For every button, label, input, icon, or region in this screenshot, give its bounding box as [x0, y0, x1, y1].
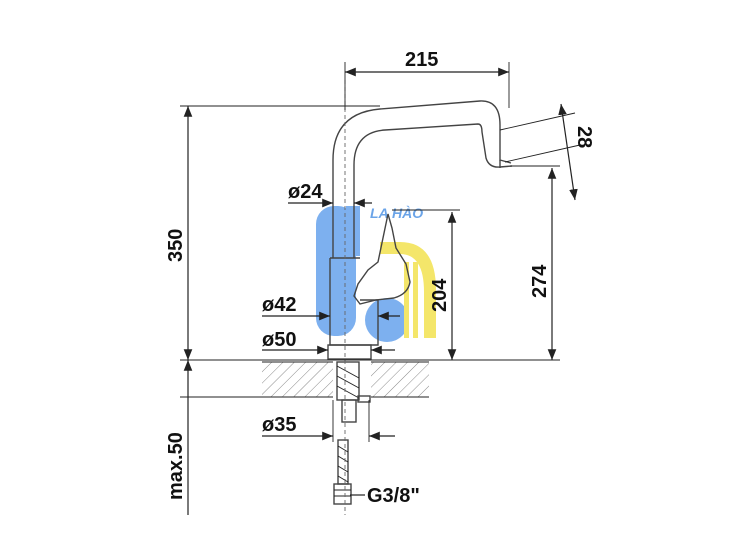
dim-diameter-50: ø50 — [262, 329, 296, 351]
watermark-dot-blue — [365, 298, 409, 342]
spout-outer — [332, 100, 512, 215]
supply-hose — [333, 439, 352, 505]
dim-total-height-350: 350 — [165, 229, 187, 262]
dimension-labels: 215 28 350 274 204 ø24 ø42 ø50 ø35 max.5… — [165, 49, 595, 507]
watermark-arc-yellow — [380, 242, 436, 338]
dim-thread-g38: G3/8" — [367, 485, 420, 507]
watermark-logo: LA HÀO — [316, 205, 436, 342]
watermark-stripe-yellow-1 — [404, 262, 409, 338]
spout-inner — [353, 123, 513, 215]
watermark-text: LA HÀO — [370, 205, 423, 221]
shank — [336, 361, 371, 423]
dim-diameter-35: ø35 — [262, 414, 296, 436]
faucet-body — [327, 80, 513, 515]
dim-width-215: 215 — [405, 49, 438, 71]
dim-diameter-24: ø24 — [288, 181, 323, 203]
dim-spout-tip-28: 28 — [573, 126, 595, 148]
lever — [353, 213, 411, 305]
dim-diameter-42: ø42 — [262, 294, 296, 316]
countertop — [262, 360, 429, 400]
dimension-lines — [180, 62, 581, 515]
dim-max-50: max.50 — [165, 432, 187, 500]
watermark-stripe-yellow-2 — [413, 262, 418, 338]
watermark-bar-blue-short — [346, 206, 360, 256]
dim-lever-height-204: 204 — [429, 278, 451, 312]
dim-spout-height-274: 274 — [529, 264, 551, 298]
base-flange — [327, 344, 372, 360]
